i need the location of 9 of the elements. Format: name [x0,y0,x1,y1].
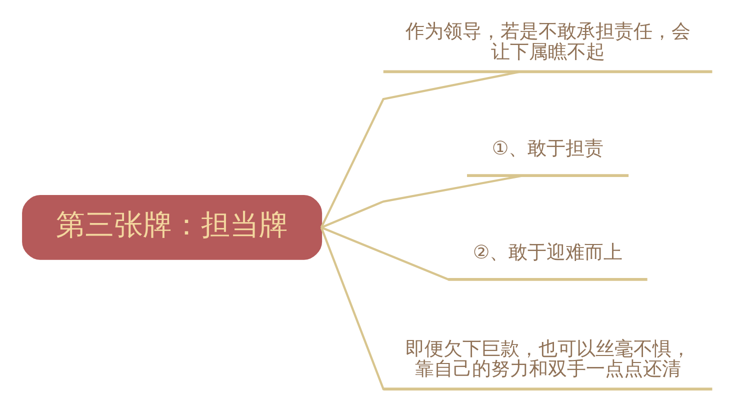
connector [320,174,524,228]
connector [320,227,520,390]
node-text: ①、敢于担责 [492,138,604,160]
node-text: ②、敢于迎难而上 [472,242,623,264]
node-box: 第三张牌：担当牌 [22,195,322,260]
node-text: 作为领导，若是不敢承担责任，会让下属瞧不起 [405,22,690,63]
connector [320,70,521,228]
connector [320,226,524,280]
node-text: 即便欠下巨款，也可以丝毫不惧，靠自己的努力和双手一点点还清 [405,338,690,380]
